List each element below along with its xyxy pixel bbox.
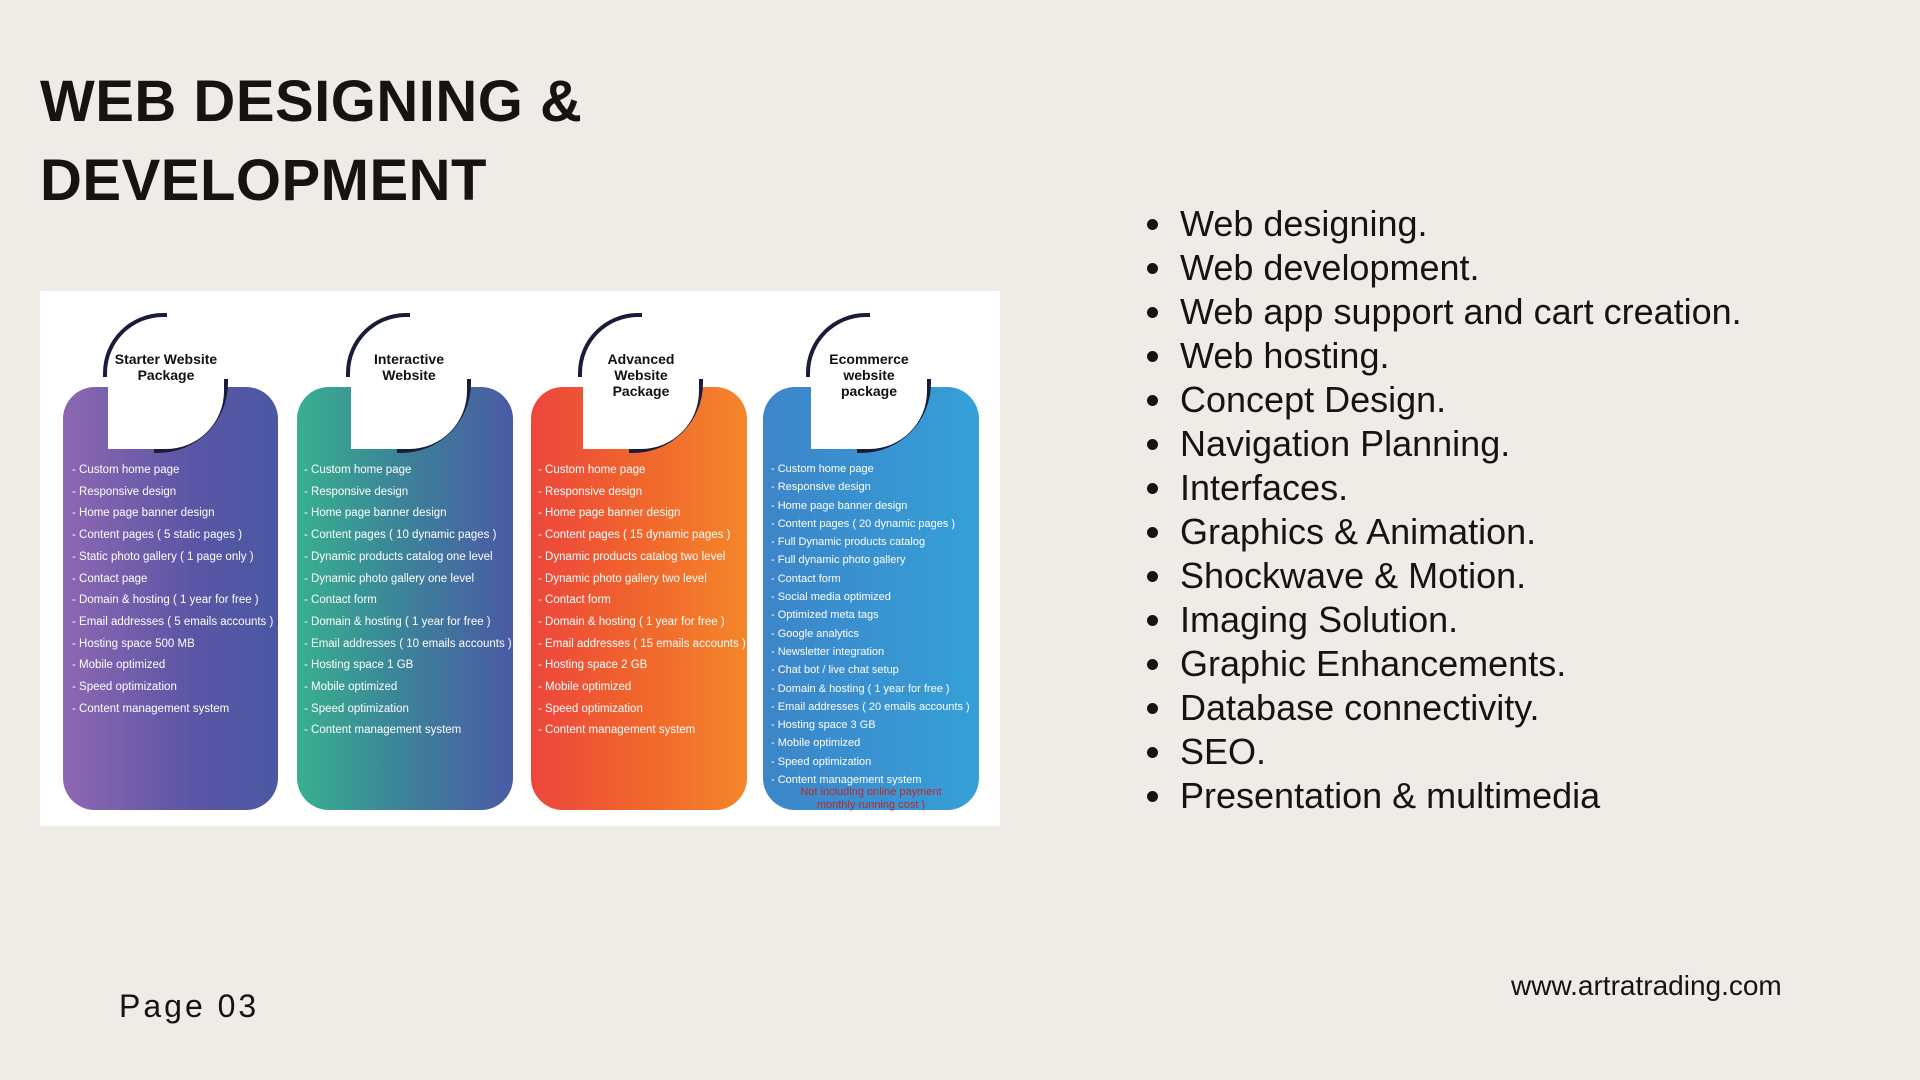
package-badge-advanced: Advanced Website Package <box>578 313 703 453</box>
feature-item: Full dynamic photo gallery <box>771 551 970 569</box>
feature-item: Hosting space 500 MB <box>72 634 273 656</box>
service-item: Web app support and cart creation. <box>1176 290 1742 334</box>
ecommerce-note-line-1: Not including online payment <box>800 786 942 798</box>
page-number: Page 03 <box>119 988 260 1024</box>
feature-item: Hosting space 3 GB <box>771 716 970 734</box>
service-item: Database connectivity. <box>1176 686 1742 730</box>
service-item: Navigation Planning. <box>1176 422 1742 466</box>
feature-item: Email addresses ( 20 emails accounts ) <box>771 698 970 716</box>
ecommerce-note: Not including online payment monthly run… <box>763 786 979 812</box>
feature-item: Dynamic products catalog one level <box>304 547 512 569</box>
page-title-line-2: DEVELOPMENT <box>40 148 487 213</box>
feature-item: Content management system <box>304 720 512 742</box>
package-features-interactive: Custom home pageResponsive designHome pa… <box>304 460 512 742</box>
feature-item: Content pages ( 5 static pages ) <box>72 525 273 547</box>
feature-item: Optimized meta tags <box>771 606 970 624</box>
package-name-ecommerce: Ecommerce website package <box>829 351 909 399</box>
feature-item: Custom home page <box>771 460 970 478</box>
package-features-ecommerce: Custom home pageResponsive designHome pa… <box>771 460 970 789</box>
service-item: Graphic Enhancements. <box>1176 642 1742 686</box>
feature-item: Content pages ( 15 dynamic pages ) <box>538 525 746 547</box>
feature-item: Contact form <box>771 570 970 588</box>
service-item: Presentation & multimedia <box>1176 774 1742 818</box>
feature-item: Speed optimization <box>771 753 970 771</box>
feature-item: Speed optimization <box>72 677 273 699</box>
feature-item: Static photo gallery ( 1 page only ) <box>72 547 273 569</box>
feature-item: Social media optimized <box>771 588 970 606</box>
feature-item: Home page banner design <box>538 503 746 525</box>
feature-item: Content pages ( 20 dynamic pages ) <box>771 515 970 533</box>
service-item: Concept Design. <box>1176 378 1742 422</box>
package-features-advanced: Custom home pageResponsive designHome pa… <box>538 460 746 742</box>
feature-item: Responsive design <box>538 482 746 504</box>
package-badge-ecommerce: Ecommerce website package <box>806 313 931 453</box>
feature-item: Email addresses ( 10 emails accounts ) <box>304 634 512 656</box>
feature-item: Mobile optimized <box>304 677 512 699</box>
feature-item: Custom home page <box>72 460 273 482</box>
feature-item: Speed optimization <box>538 699 746 721</box>
service-item: Web hosting. <box>1176 334 1742 378</box>
feature-item: Dynamic photo gallery two level <box>538 569 746 591</box>
service-item: Imaging Solution. <box>1176 598 1742 642</box>
feature-item: Home page banner design <box>771 497 970 515</box>
feature-item: Domain & hosting ( 1 year for free ) <box>771 680 970 698</box>
feature-item: Speed optimization <box>304 699 512 721</box>
package-name-advanced: Advanced Website Package <box>607 351 675 399</box>
feature-item: Responsive design <box>771 478 970 496</box>
feature-item: Content management system <box>72 699 273 721</box>
feature-item: Domain & hosting ( 1 year for free ) <box>538 612 746 634</box>
package-badge-interactive: Interactive Website <box>346 313 471 453</box>
website-url: www.artratrading.com <box>1511 970 1782 1001</box>
feature-item: Email addresses ( 5 emails accounts ) <box>72 612 273 634</box>
feature-item: Home page banner design <box>304 503 512 525</box>
package-name-interactive: Interactive Website <box>373 351 445 383</box>
feature-item: Contact form <box>538 590 746 612</box>
service-item: Web development. <box>1176 246 1742 290</box>
feature-item: Mobile optimized <box>771 734 970 752</box>
feature-item: Chat bot / live chat setup <box>771 661 970 679</box>
feature-item: Content management system <box>771 771 970 789</box>
package-name-starter: Starter Website Package <box>114 351 218 383</box>
ecommerce-note-line-2: monthly running cost ) <box>816 799 926 811</box>
feature-item: Domain & hosting ( 1 year for free ) <box>304 612 512 634</box>
service-item: SEO. <box>1176 730 1742 774</box>
feature-item: Dynamic products catalog two level <box>538 547 746 569</box>
feature-item: Custom home page <box>538 460 746 482</box>
feature-item: Mobile optimized <box>72 655 273 677</box>
package-badge-starter: Starter Website Package <box>103 313 228 453</box>
feature-item: Dynamic photo gallery one level <box>304 569 512 591</box>
feature-item: Contact form <box>304 590 512 612</box>
feature-item: Custom home page <box>304 460 512 482</box>
services-list: Web designing.Web development.Web app su… <box>1135 202 1742 818</box>
feature-item: Home page banner design <box>72 503 273 525</box>
feature-item: Email addresses ( 15 emails accounts ) <box>538 634 746 656</box>
feature-item: Full Dynamic products catalog <box>771 533 970 551</box>
feature-item: Newsletter integration <box>771 643 970 661</box>
feature-item: Hosting space 2 GB <box>538 655 746 677</box>
feature-item: Responsive design <box>72 482 273 504</box>
service-item: Shockwave & Motion. <box>1176 554 1742 598</box>
page-title: WEB DESIGNING & DEVELOPMENT <box>40 62 582 220</box>
service-item: Graphics & Animation. <box>1176 510 1742 554</box>
feature-item: Domain & hosting ( 1 year for free ) <box>72 590 273 612</box>
feature-item: Responsive design <box>304 482 512 504</box>
packages-graphic: Starter Website Package Interactive Webs… <box>40 291 1000 826</box>
package-features-starter: Custom home pageResponsive designHome pa… <box>72 460 273 720</box>
feature-item: Google analytics <box>771 625 970 643</box>
feature-item: Contact page <box>72 569 273 591</box>
service-item: Web designing. <box>1176 202 1742 246</box>
service-item: Interfaces. <box>1176 466 1742 510</box>
feature-item: Mobile optimized <box>538 677 746 699</box>
feature-item: Hosting space 1 GB <box>304 655 512 677</box>
feature-item: Content management system <box>538 720 746 742</box>
feature-item: Content pages ( 10 dynamic pages ) <box>304 525 512 547</box>
page-title-line-1: WEB DESIGNING & <box>40 69 583 134</box>
